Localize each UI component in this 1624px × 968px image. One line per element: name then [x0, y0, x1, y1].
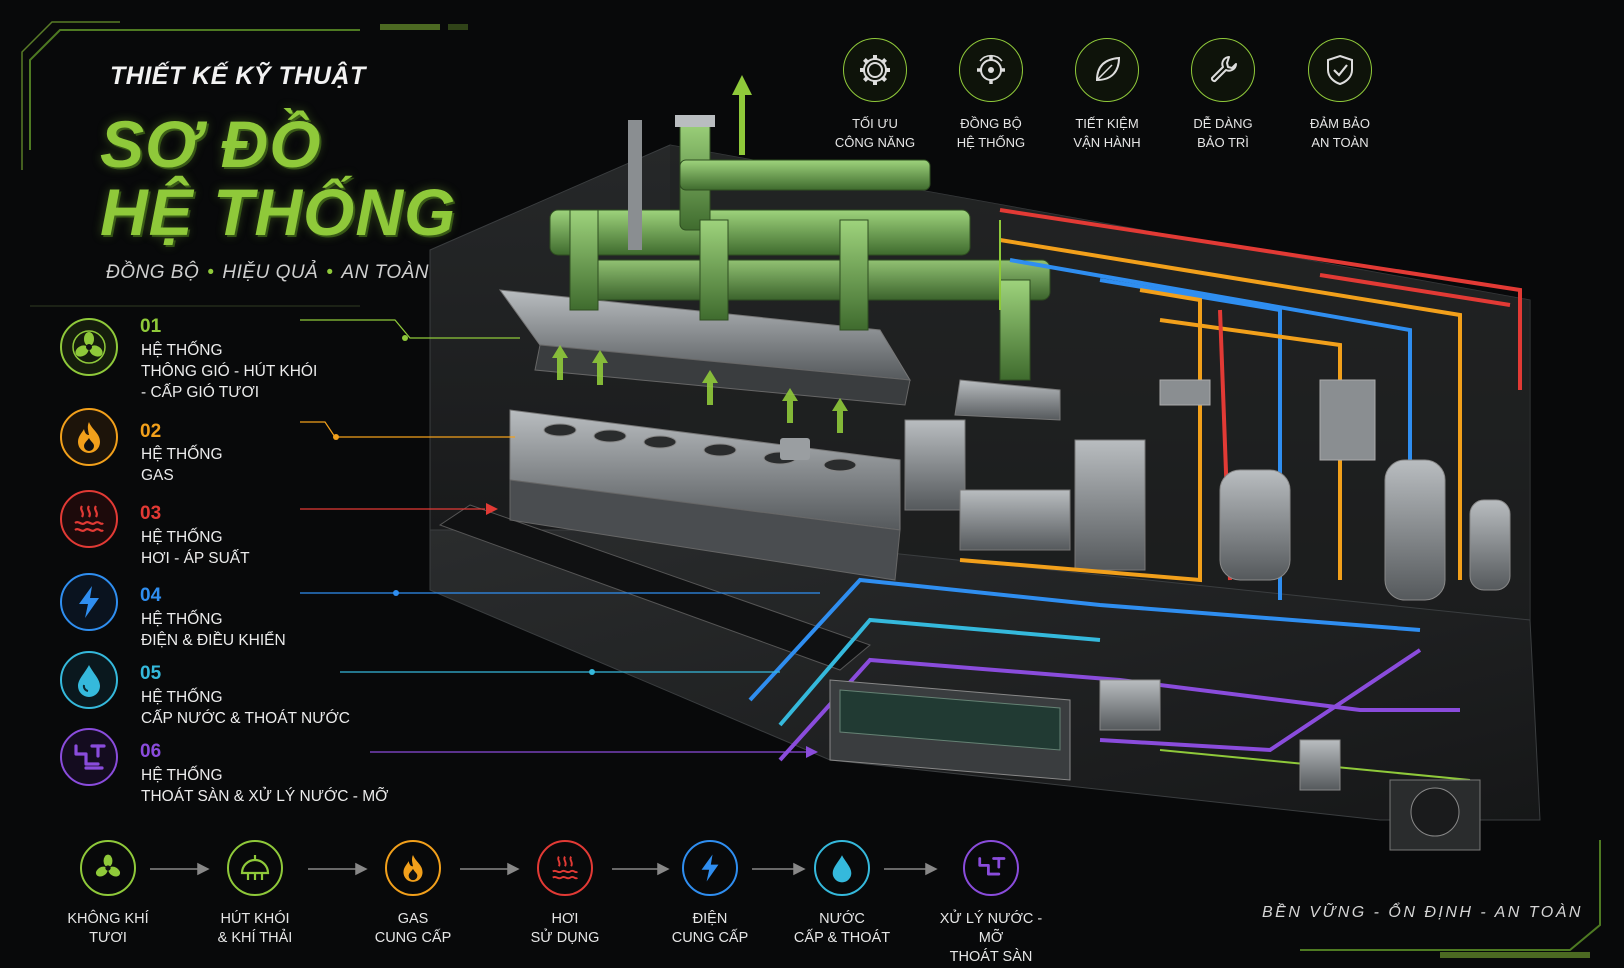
- steam-icon: [537, 840, 593, 896]
- flow-label: XỬ LÝ NƯỚC - MỠ: [939, 911, 1043, 946]
- feature-maintenance: DỄ DÀNG BẢO TRÌ: [1167, 38, 1279, 152]
- flow-label: GAS: [397, 911, 429, 927]
- flow-label: SỬ DỤNG: [530, 930, 600, 946]
- system-line: - CẤP GIÓ TƯƠI: [141, 384, 260, 401]
- lightning-icon: [60, 573, 118, 631]
- shield-check-icon: [1308, 38, 1372, 102]
- system-number: 02: [140, 421, 162, 442]
- system-line: HỆ THỐNG: [141, 689, 223, 706]
- feature-label: CÔNG NĂNG: [834, 135, 916, 150]
- main-title-line1: SƠ ĐỒ: [100, 107, 322, 181]
- system-ventilation-label: HỆ THỐNG THÔNG GIÓ - HÚT KHÓI - CẤP GIÓ …: [141, 340, 317, 403]
- flow-electric: ĐIỆN CUNG CẤP: [650, 840, 770, 948]
- flow-gas: GAS CUNG CẤP: [353, 840, 473, 948]
- sync-gear-icon: [959, 38, 1023, 102]
- feature-label: VẬN HÀNH: [1073, 135, 1141, 150]
- system-line: CẤP NƯỚC & THOÁT NƯỚC: [141, 710, 350, 727]
- leaf-icon: [1075, 38, 1139, 102]
- system-electrical-label: HỆ THỐNG ĐIỆN & ĐIỀU KHIỂN: [141, 609, 286, 651]
- fan-icon: [60, 318, 118, 376]
- footer-slogan: BỀN VỮNG - ỔN ĐỊNH - AN TOÀN: [1262, 904, 1583, 921]
- system-drainage-label: HỆ THỐNG THOÁT SÀN & XỬ LÝ NƯỚC - MỠ: [141, 765, 388, 807]
- system-number: 04: [140, 585, 162, 606]
- flow-water: NƯỚC CẤP & THOÁT: [782, 840, 902, 948]
- feature-label: ĐẢM BẢO: [1310, 116, 1370, 131]
- steam-icon: [60, 490, 118, 548]
- flow-label: KHÔNG KHÍ: [67, 911, 149, 927]
- system-gas-label: HỆ THỐNG GAS: [141, 444, 223, 486]
- gear-icon: [843, 38, 907, 102]
- drain-pipe-icon: [963, 840, 1019, 896]
- water-drop-icon: [60, 651, 118, 709]
- system-line: ĐIỆN & ĐIỀU KHIỂN: [141, 632, 286, 649]
- system-steam-label: HỆ THỐNG HƠI - ÁP SUẤT: [141, 527, 250, 569]
- feature-saving: TIẾT KIỆM VẬN HÀNH: [1051, 38, 1163, 152]
- feature-label: BẢO TRÌ: [1197, 135, 1249, 150]
- feature-label: TỐI ƯU: [852, 116, 898, 131]
- system-line: HỆ THỐNG: [141, 342, 223, 359]
- feature-label: DỄ DÀNG: [1193, 116, 1253, 131]
- hood-icon: [227, 840, 283, 896]
- flow-label: CẤP & THOÁT: [793, 930, 891, 946]
- flow-label: ĐIỆN: [692, 911, 728, 927]
- flow-label: NƯỚC: [819, 911, 865, 927]
- flow-label: HÚT KHÓI: [220, 911, 290, 927]
- fan-icon: [80, 840, 136, 896]
- feature-label: ĐỒNG BỘ: [960, 116, 1022, 131]
- feature-label: AN TOÀN: [1311, 135, 1369, 150]
- system-number: 01: [140, 316, 162, 337]
- flow-fresh-air: KHÔNG KHÍ TƯƠI: [48, 840, 168, 948]
- system-line: HỆ THỐNG: [141, 446, 223, 463]
- system-line: GAS: [141, 467, 174, 484]
- main-title-line2: HỆ THỐNG: [100, 175, 457, 249]
- feature-label: HỆ THỐNG: [956, 135, 1026, 150]
- system-number: 03: [140, 503, 162, 524]
- tagline-item: HIỆU QUẢ: [222, 262, 319, 283]
- lightning-icon: [682, 840, 738, 896]
- flow-label: & KHÍ THẢI: [217, 930, 293, 946]
- feature-optimize: TỐI ƯU CÔNG NĂNG: [819, 38, 931, 152]
- system-line: THÔNG GIÓ - HÚT KHÓI: [141, 363, 318, 380]
- flow-steam: HƠI SỬ DỤNG: [505, 840, 625, 948]
- tagline-item: ĐỒNG BỘ: [106, 262, 200, 283]
- tagline: ĐỒNG BỘ•HIỆU QUẢ•AN TOÀN: [106, 262, 430, 283]
- flow-grease-treatment: XỬ LÝ NƯỚC - MỠ THOÁT SÀN: [926, 840, 1056, 967]
- flow-label: TƯƠI: [89, 930, 127, 946]
- feature-sync: ĐỒNG BỘ HỆ THỐNG: [935, 38, 1047, 152]
- flow-exhaust: HÚT KHÓI & KHÍ THẢI: [195, 840, 315, 948]
- kicker-title: THIẾT KẾ KỸ THUẬT: [110, 62, 366, 90]
- water-drop-icon: [814, 840, 870, 896]
- flow-label: HƠI: [551, 911, 579, 927]
- kitchen-schematic: [429, 75, 1541, 851]
- system-line: HƠI - ÁP SUẤT: [141, 550, 250, 567]
- system-line: HỆ THỐNG: [141, 529, 223, 546]
- flame-icon: [60, 408, 118, 466]
- system-line: HỆ THỐNG: [141, 767, 223, 784]
- system-water-label: HỆ THỐNG CẤP NƯỚC & THOÁT NƯỚC: [141, 687, 350, 729]
- system-line: THOÁT SÀN & XỬ LÝ NƯỚC - MỠ: [141, 788, 389, 805]
- tagline-item: AN TOÀN: [341, 262, 430, 283]
- feature-label: TIẾT KIỆM: [1075, 116, 1139, 131]
- system-number: 05: [140, 663, 162, 684]
- drain-pipe-icon: [60, 728, 118, 786]
- feature-safety: ĐẢM BẢO AN TOÀN: [1284, 38, 1396, 152]
- system-line: HỆ THỐNG: [141, 611, 223, 628]
- flow-label: CUNG CẤP: [671, 930, 749, 946]
- system-number: 06: [140, 741, 162, 762]
- flow-label: THOÁT SÀN: [949, 949, 1033, 965]
- flame-icon: [385, 840, 441, 896]
- wrench-icon: [1191, 38, 1255, 102]
- flow-label: CUNG CẤP: [374, 930, 452, 946]
